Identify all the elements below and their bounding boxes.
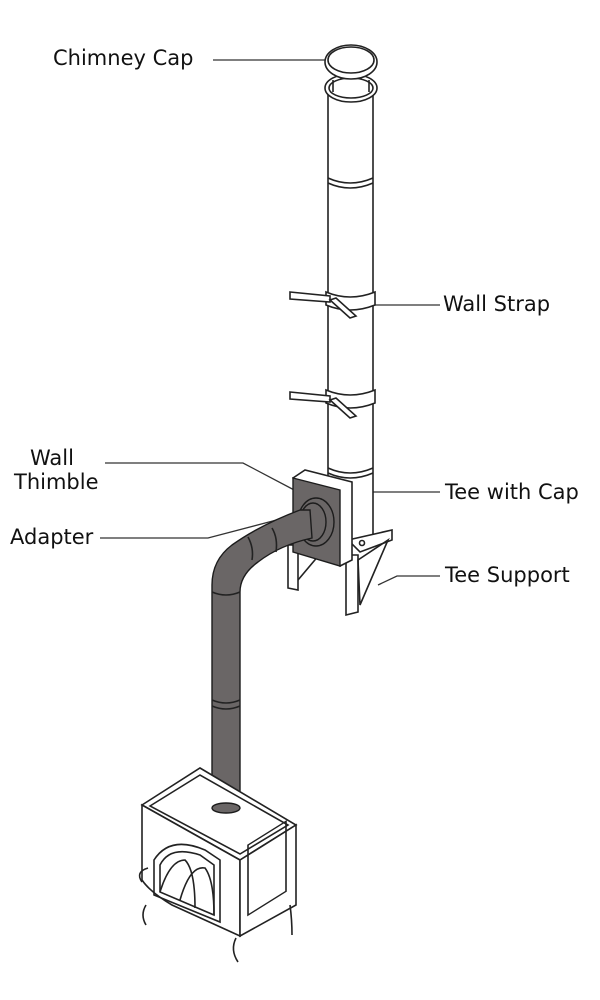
wall-strap-upper (289, 290, 376, 319)
leader-lines (100, 59, 440, 586)
tee-support (287, 528, 393, 617)
label-tee-support: Tee Support (445, 563, 570, 587)
wood-stove (138, 767, 298, 963)
label-wall-thimble-line1: Wall (30, 446, 74, 470)
leader-adapter (100, 516, 289, 539)
chimney-cap (324, 44, 378, 103)
leader-tee-support (377, 575, 440, 586)
label-tee-with-cap: Tee with Cap (445, 480, 579, 504)
label-chimney-cap: Chimney Cap (53, 46, 194, 70)
label-wall-thimble-line2: Thimble (14, 470, 99, 494)
label-wall-strap: Wall Strap (443, 292, 551, 316)
label-adapter: Adapter (10, 525, 94, 549)
wall-strap-lower (289, 388, 376, 419)
leader-wall-thimble (105, 462, 299, 493)
wall-thimble (291, 469, 353, 568)
